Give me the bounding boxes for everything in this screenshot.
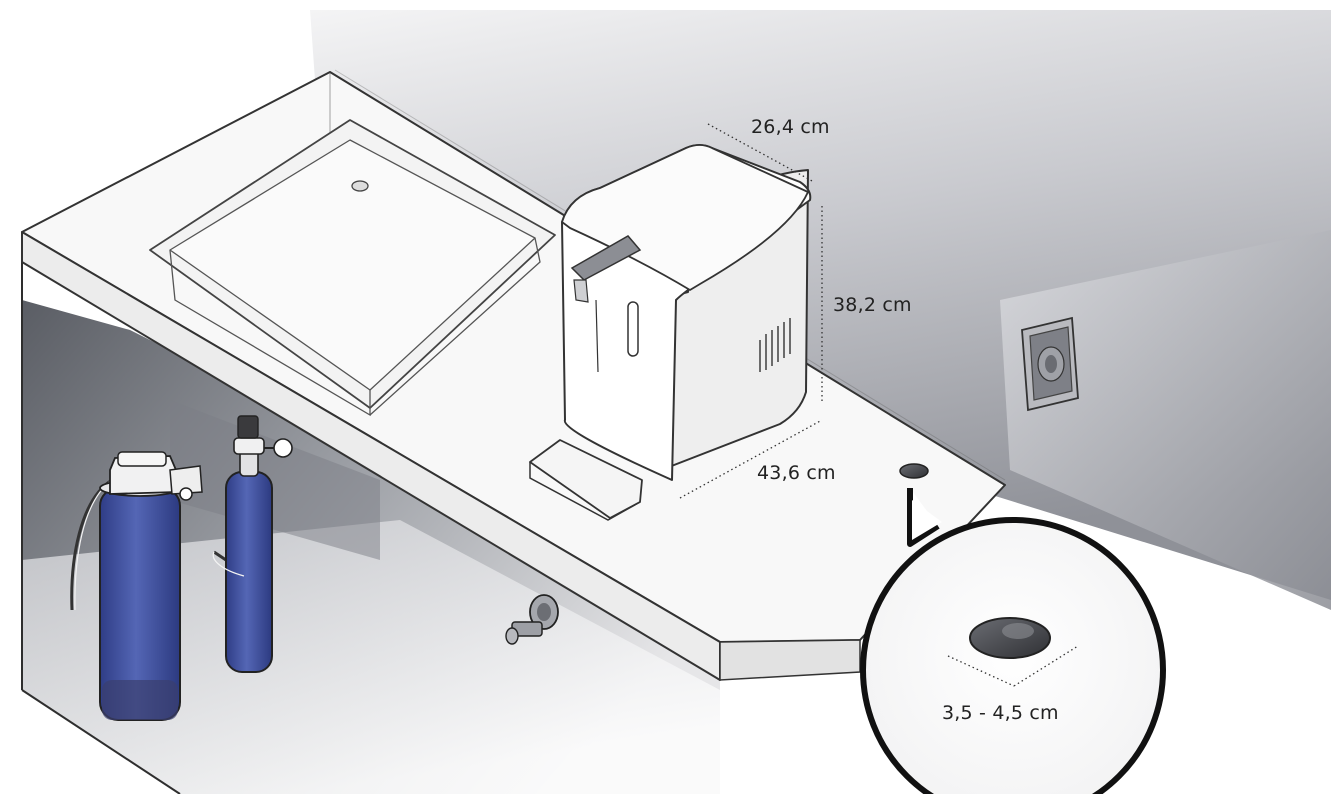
dimension-lines [679, 123, 823, 499]
water-dispenser-icon [529, 144, 812, 521]
cabinet-floor [22, 520, 720, 794]
hole-diameter-label: 3,5 - 4,5 cm [942, 702, 1059, 724]
dispenser-width-label: 26,4 cm [751, 116, 830, 138]
angle-valve-icon [505, 594, 559, 645]
countertop-side-edge [719, 639, 861, 681]
dispenser-depth-label: 43,6 cm [757, 462, 836, 484]
co2-cylinder-icon [212, 415, 293, 673]
side-wall-shadow [1000, 230, 1331, 610]
sink-icon [149, 119, 556, 417]
water-filter-icon [70, 451, 203, 721]
dispenser-height-label: 38,2 cm [833, 294, 912, 316]
magnifier-callout-icon [860, 488, 1166, 794]
cabinet-back-panel [170, 400, 380, 560]
countertop-hole-icon [899, 463, 929, 479]
power-socket-icon [1021, 316, 1079, 412]
